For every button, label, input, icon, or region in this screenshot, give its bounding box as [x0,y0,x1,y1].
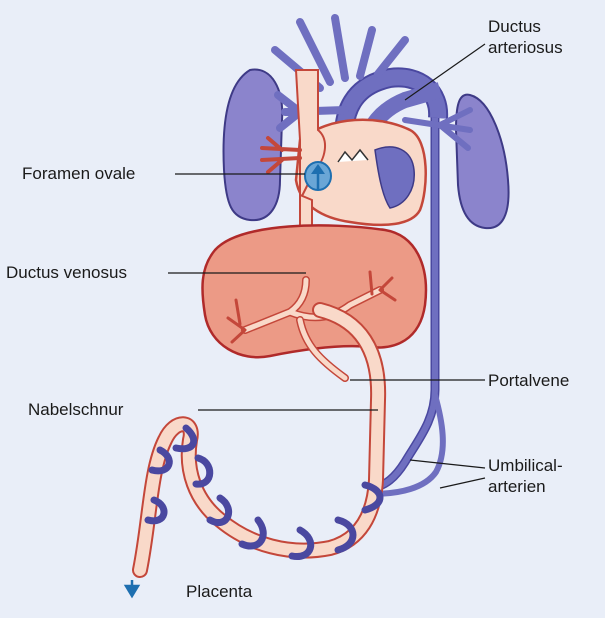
right-ventricle-blue [374,146,415,209]
umbilical-artery-2 [371,394,446,497]
foramen-arrowhead [311,164,325,174]
label-placenta: Placenta [186,582,253,601]
label-foramen-ovale: Foramen ovale [22,164,136,183]
label-ductus-arteriosus: Ductus arteriosus [488,16,563,58]
pulmonary-branches-right [402,107,473,151]
label-portalvene: Portalvene [488,371,570,390]
label-ductus-venosus: Ductus venosus [6,263,127,282]
pulmonary-veins-left [260,136,302,174]
heart-valves [337,148,369,163]
placenta-arrow-icon [123,580,141,599]
label-umbilical-line2: arterien [488,477,546,496]
callout-lines [168,43,486,489]
label-ductus-arteriosus-line1: Ductus [488,17,541,36]
umbilical-vein-inner [134,304,385,576]
descending-aorta-inner [371,110,438,491]
label-ductus-arteriosus-line2: arteriosus [488,38,563,57]
cord-coils [144,424,384,560]
label-umbilical-line1: Umbilical- [488,456,563,475]
label-nabelschnur: Nabelschnur [28,400,124,419]
portal-branches [226,270,397,344]
portal-vein-inner [297,317,348,381]
label-umbilical-arterien: Umbilical- arterien [488,455,563,497]
